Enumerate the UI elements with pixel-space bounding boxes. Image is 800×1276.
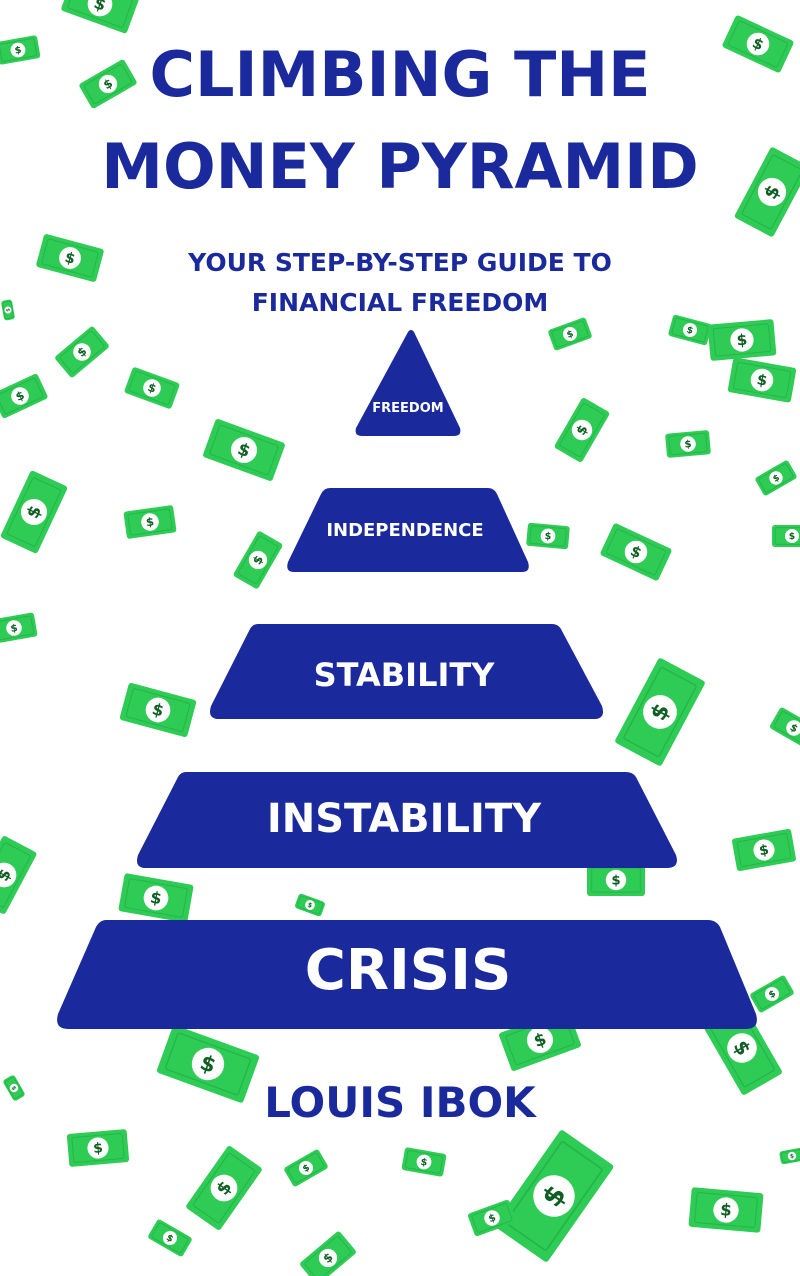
dollar-bill-icon: $ [118,873,194,923]
pyramid-tier-crisis: CRISIS [57,920,757,1029]
svg-text:$: $ [736,331,748,350]
tier-label-stability: STABILITY [314,656,496,694]
svg-text:$: $ [755,371,768,390]
svg-text:$: $ [685,324,694,336]
dollar-bill-icon: $ [61,0,139,34]
tier-label-freedom: FREEDOM [372,401,443,416]
dollar-bill-icon: $ [295,893,325,917]
dollar-bill-icon: $ [186,1146,262,1230]
dollar-bill-icon: $ [124,367,180,409]
svg-text:$: $ [301,1162,312,1175]
dollar-bill-icon: $ [732,829,796,871]
dollar-bill-icon: $ [66,1129,130,1167]
svg-text:$: $ [487,1212,497,1225]
svg-text:$: $ [63,250,77,268]
dollar-bill-icon: $ [494,1130,614,1262]
svg-text:$: $ [150,699,166,720]
dollar-bill-icon: $ [526,522,570,550]
pyramid-tier-independence: INDEPENDENCE [287,488,529,572]
dollar-bill-icon: $ [0,35,41,65]
svg-text:$: $ [149,888,163,909]
dollar-bill-icon: $ [300,1231,356,1276]
tier-label-independence: INDEPENDENCE [326,520,483,541]
dollar-bill-icon: $ [600,523,672,581]
dollar-bill-icon: $ [688,1187,764,1233]
dollar-bill-icon: $ [772,525,800,547]
dollar-bill-icon: $ [769,707,800,749]
title-line-1: CLIMBING THE [149,38,651,111]
subtitle-line-2: FINANCIAL FREEDOM [251,288,549,317]
dollar-bill-icon: $ [554,398,610,462]
dollar-bill-icon: $ [156,1025,260,1103]
svg-text:$: $ [789,531,795,542]
pyramid-tier-freedom: FREEDOM [355,330,461,436]
dollar-bill-icon: $ [615,658,705,766]
dollar-bill-icon: $ [0,470,68,554]
svg-text:$: $ [790,1154,795,1161]
svg-text:$: $ [145,514,155,529]
svg-text:$: $ [771,473,781,485]
dollar-bill-icon: $ [707,319,777,361]
dollar-bill-icon: $ [468,1199,516,1237]
svg-text:$: $ [758,842,770,859]
dollar-bill-icon: $ [734,147,800,237]
dollar-bill-icon: $ [203,419,285,481]
dollar-bill-icon: $ [233,531,283,589]
svg-text:$: $ [565,328,575,341]
dollar-bill-icon: $ [665,430,711,458]
svg-text:$: $ [164,1232,175,1245]
title-line-2: MONEY PYRAMID [101,130,699,203]
svg-text:$: $ [306,901,313,910]
dollar-bill-icon: $ [779,1147,800,1165]
dollar-bill-icon: $ [79,59,137,109]
dollar-bill-icon: $ [0,836,37,914]
dollar-bill-icon: $ [548,317,592,351]
dollar-bill-icon: $ [727,357,797,403]
svg-text:$: $ [611,873,620,888]
svg-text:$: $ [93,1140,104,1157]
pyramid-tier-stability: STABILITY [210,624,603,719]
svg-text:$: $ [420,1157,429,1169]
dollar-bill-icon: $ [3,1075,25,1101]
dollar-bill-icon: $ [587,864,645,896]
pyramid-tier-instability: INSTABILITY [137,772,677,868]
svg-text:$: $ [10,623,19,635]
dollar-bill-icon: $ [0,612,38,644]
dollar-bill-icon: $ [55,326,109,378]
dollar-bill-icon: $ [0,373,48,419]
dollar-bill-icon: $ [401,1147,447,1177]
svg-text:$: $ [767,988,778,1001]
dollar-bill-icon: $ [755,460,797,496]
dollar-bill-icon: $ [36,234,104,282]
svg-text:$: $ [14,45,23,57]
svg-text:$: $ [10,1085,17,1091]
tier-label-instability: INSTABILITY [267,796,542,842]
dollar-bill-icon: $ [284,1149,328,1187]
dollar-bill-icon: $ [119,683,197,737]
tier-label-crisis: CRISIS [305,938,512,1003]
dollar-bill-icon: $ [668,314,712,346]
svg-text:$: $ [788,722,800,735]
svg-text:$: $ [719,1200,732,1220]
svg-text:$: $ [544,531,552,543]
author-name: LOUIS IBOK [264,1078,536,1127]
dollar-bill-icon: $ [1,299,15,321]
svg-text:$: $ [684,439,692,451]
dollar-bill-icon: $ [722,15,794,73]
dollar-bill-icon: $ [123,505,177,539]
svg-text:$: $ [4,308,10,312]
dollar-bill-icon: $ [148,1219,192,1257]
dollar-bill-icon: $ [750,975,794,1013]
subtitle-line-1: YOUR STEP-BY-STEP GUIDE TO [188,248,612,277]
